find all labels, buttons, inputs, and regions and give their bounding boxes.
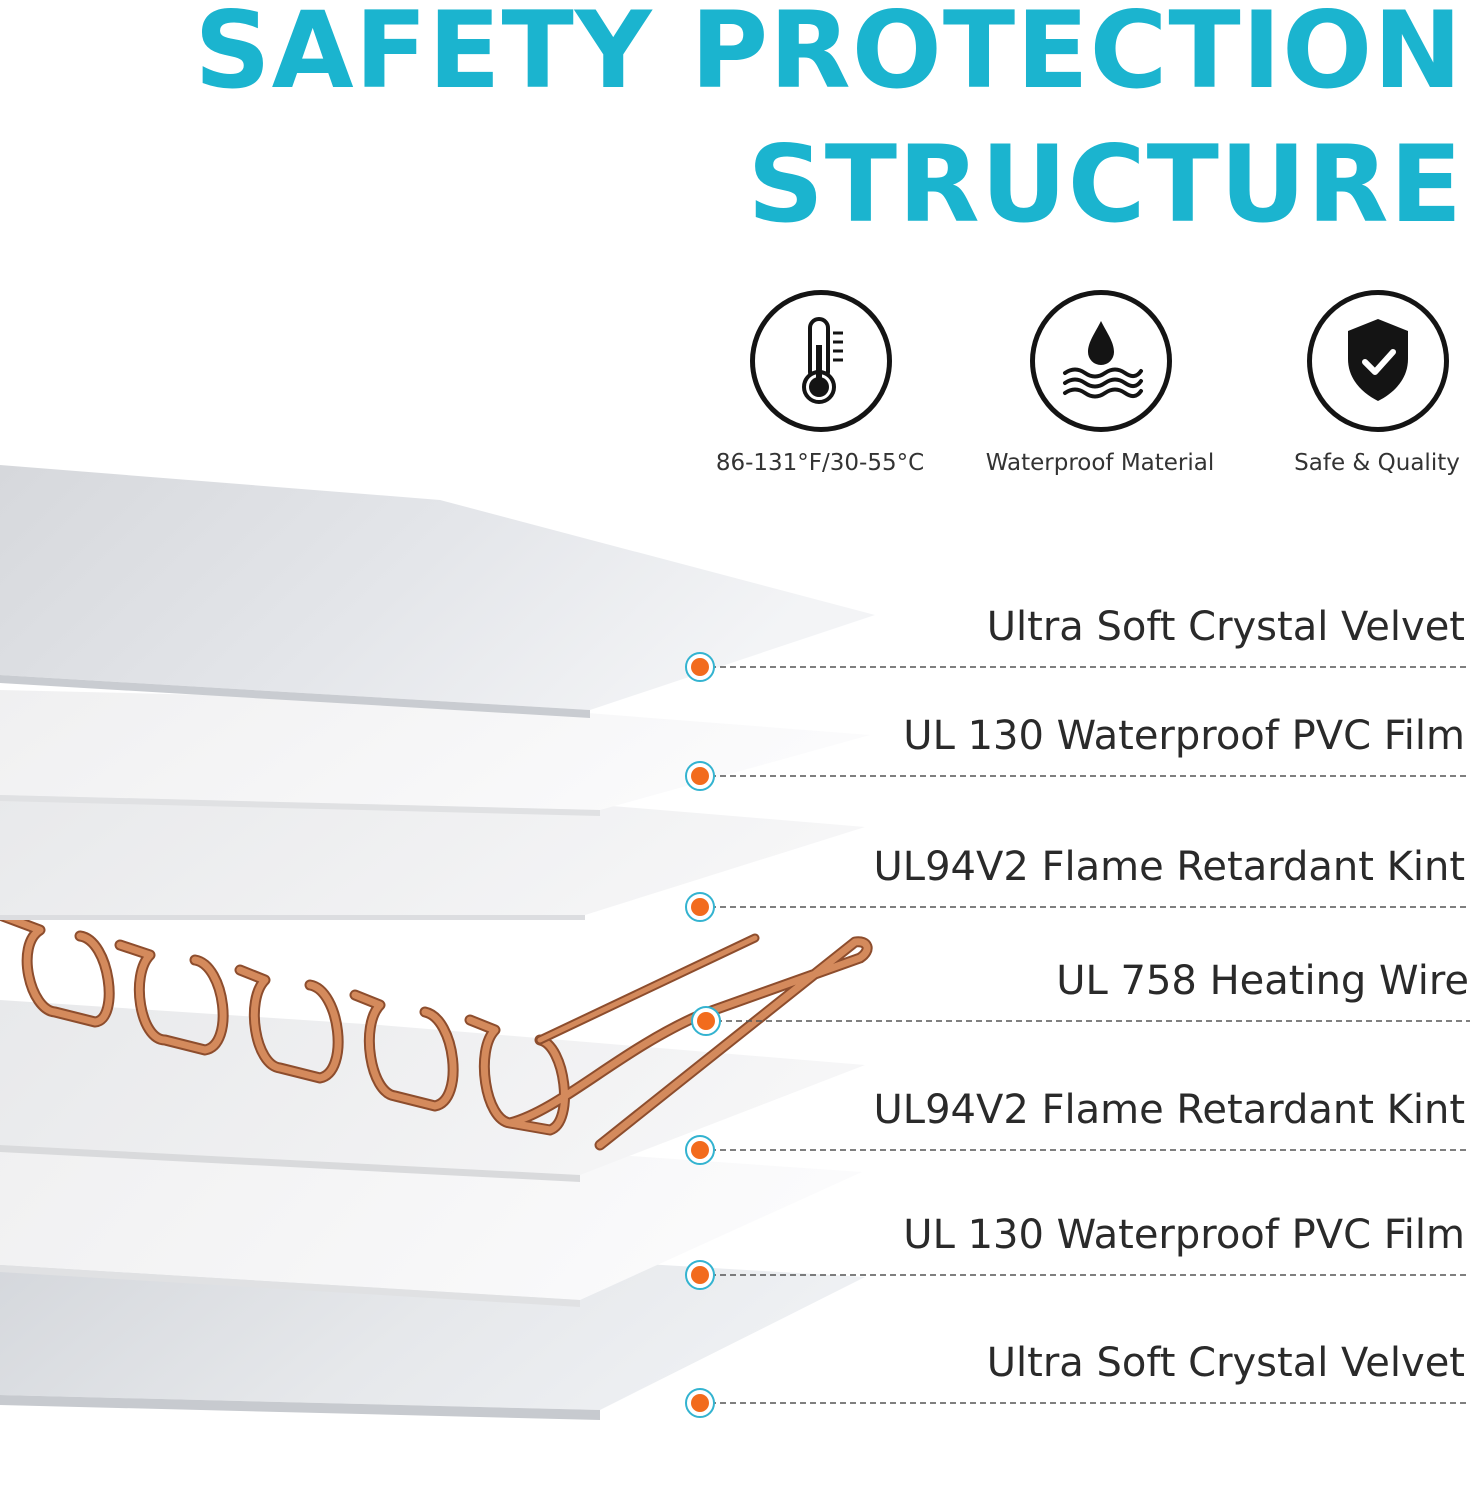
page-title-line-1: SAFETY PROTECTION [194, 0, 1463, 112]
layer-label-velvet-bottom: Ultra Soft Crystal Velvet [986, 1340, 1465, 1386]
layer-knit-bottom [0, 1000, 865, 1175]
heating-wire [0, 909, 873, 1151]
feature-temperature: 86-131°F/30-55°C [690, 290, 950, 490]
layer-velvet-top [0, 465, 875, 710]
feature-label: Safe & Quality [1294, 450, 1460, 476]
page-title-line-2: STRUCTURE [747, 123, 1463, 246]
layer-label-heating-wire: UL 758 Heating Wire [1056, 958, 1469, 1004]
layer-label-knit-bottom: UL94V2 Flame Retardant Kint [873, 1087, 1465, 1133]
layer-pvc-film-top [0, 690, 870, 810]
feature-icon-circle [1307, 290, 1449, 432]
waterproof-drop-icon [1063, 321, 1143, 399]
shield-check-icon [1348, 319, 1408, 401]
layer-knit-top [0, 790, 865, 915]
layer-label-velvet-top: Ultra Soft Crystal Velvet [986, 604, 1465, 650]
feature-label: Waterproof Material [985, 450, 1215, 476]
feature-icon-circle [750, 290, 892, 432]
feature-label: 86-131°F/30-55°C [715, 450, 925, 476]
feature-icon-circle [1030, 290, 1172, 432]
feature-safe-quality: Safe & Quality [1247, 290, 1475, 490]
layer-label-knit-top: UL94V2 Flame Retardant Kint [873, 844, 1465, 890]
thermometer-icon [802, 317, 843, 404]
layer-label-pvc-film-top: UL 130 Waterproof PVC Film [903, 713, 1465, 759]
feature-waterproof: Waterproof Material [970, 290, 1230, 490]
layer-label-pvc-film-bottom: UL 130 Waterproof PVC Film [903, 1212, 1465, 1258]
layer-markers [685, 652, 1470, 1418]
